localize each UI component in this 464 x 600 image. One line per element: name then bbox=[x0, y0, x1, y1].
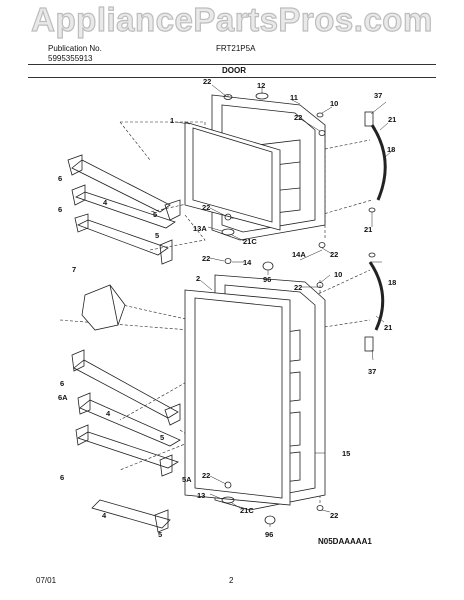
callout-21: 21 bbox=[384, 323, 392, 332]
callout-2: 2 bbox=[196, 274, 200, 283]
callout-6: 6 bbox=[60, 379, 64, 388]
callout-5A: 5A bbox=[182, 475, 192, 484]
model-number: FRT21P5A bbox=[216, 44, 256, 53]
callout-labels: 1 22 12 11 10 22 37 21 18 6 4 5 6 5 22 1… bbox=[58, 77, 396, 539]
callout-22: 22 bbox=[203, 77, 211, 86]
footer-date: 07/01 bbox=[36, 576, 57, 585]
callout-37: 37 bbox=[368, 367, 376, 376]
section-rule bbox=[28, 77, 436, 78]
callout-37: 37 bbox=[374, 91, 382, 100]
callout-1: 1 bbox=[170, 116, 174, 125]
lower-handle-end-cap bbox=[364, 336, 374, 352]
callout-18: 18 bbox=[388, 278, 396, 287]
callout-96: 96 bbox=[263, 275, 271, 284]
callout-6A: 6A bbox=[58, 393, 68, 402]
callout-22: 22 bbox=[330, 511, 338, 520]
callout-14: 14 bbox=[243, 258, 252, 267]
callout-14A: 14A bbox=[292, 250, 306, 259]
callout-6: 6 bbox=[58, 174, 62, 183]
fresh-food-door-gasket bbox=[184, 289, 291, 506]
callout-18: 18 bbox=[387, 145, 395, 154]
callout-11: 11 bbox=[290, 93, 298, 102]
callout-13: 13 bbox=[197, 491, 205, 500]
callout-4: 4 bbox=[102, 511, 107, 520]
callout-12: 12 bbox=[257, 81, 265, 90]
callout-10: 10 bbox=[334, 270, 342, 279]
callout-7: 7 bbox=[72, 265, 76, 274]
callout-5: 5 bbox=[155, 231, 159, 240]
callout-22: 22 bbox=[294, 113, 302, 122]
callout-22: 22 bbox=[294, 283, 302, 292]
callout-13A: 13A bbox=[193, 224, 207, 233]
callout-4: 4 bbox=[103, 198, 108, 207]
freezer-door-shelves bbox=[67, 154, 181, 265]
upper-door-handle bbox=[370, 124, 387, 201]
upper-handle-end-cap bbox=[364, 111, 374, 127]
callout-5: 5 bbox=[160, 433, 164, 442]
callout-22: 22 bbox=[202, 203, 210, 212]
callout-15: 15 bbox=[342, 449, 350, 458]
callout-22: 22 bbox=[202, 254, 210, 263]
freezer-door-liner bbox=[221, 104, 316, 233]
dairy-container bbox=[81, 284, 126, 331]
callout-21C: 21C bbox=[240, 506, 254, 515]
page-number: 2 bbox=[229, 576, 234, 585]
callout-22: 22 bbox=[202, 471, 210, 480]
callout-21C: 21C bbox=[243, 237, 257, 246]
callout-4: 4 bbox=[106, 409, 111, 418]
header-rule bbox=[28, 64, 436, 65]
watermark: AppliancePartsPros.com bbox=[31, 0, 433, 38]
callout-5: 5 bbox=[153, 210, 157, 219]
callout-22: 22 bbox=[330, 250, 338, 259]
callout-6: 6 bbox=[60, 473, 64, 482]
fresh-food-door-shelves bbox=[71, 349, 181, 533]
publication-number: 5995355913 bbox=[48, 54, 93, 63]
freezer-door-gasket bbox=[184, 121, 281, 231]
callout-6: 6 bbox=[58, 205, 62, 214]
callout-5: 5 bbox=[158, 530, 162, 539]
callout-10: 10 bbox=[330, 99, 338, 108]
callout-21: 21 bbox=[364, 225, 372, 234]
callout-21: 21 bbox=[388, 115, 396, 124]
lower-door-handle bbox=[368, 261, 385, 331]
section-title: DOOR bbox=[222, 66, 246, 75]
publication-label: Publication No. bbox=[48, 44, 102, 53]
callout-96: 96 bbox=[265, 530, 273, 539]
diagram-code: N05DAAAAA1 bbox=[318, 537, 372, 546]
